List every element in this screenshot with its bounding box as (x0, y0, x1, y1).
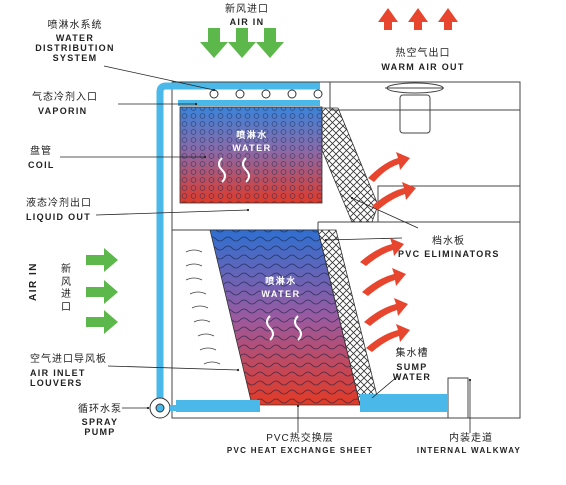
pump-en: SPRAY PUMP (81, 417, 119, 438)
louvers-en: AIR INLET LOUVERS (30, 368, 86, 389)
sump-cn: 集水槽 (395, 348, 429, 359)
vaporin-en: VAPORIN (38, 106, 88, 116)
fill-water-cn: 喷淋水 (265, 276, 297, 286)
fill-pack (209, 229, 361, 406)
coil-water-cn: 喷淋水 (236, 130, 268, 140)
warm-air-cn: 热空气出口 (395, 48, 451, 59)
pump-cn: 循环水泵 (78, 404, 122, 415)
heat-sheet-cn: PVC热交换层 (266, 433, 334, 444)
red-arrow-icon (360, 8, 458, 352)
air-in-side-cn: 新风进口 (61, 264, 71, 313)
water-pipe (156, 82, 320, 400)
air-in-side-en: AIR IN (28, 262, 39, 301)
spray-header (178, 100, 320, 106)
air-in-top-cn: 新风进口 (225, 4, 269, 15)
liquid-out-en: LIQUID OUT (26, 212, 91, 222)
fan-icon (385, 82, 444, 134)
coil-cn: 盘管 (30, 146, 52, 157)
heat-sheet-en: PVC HEAT EXCHANGE SHEET (226, 446, 374, 455)
spray-nozzle-icon (209, 89, 323, 99)
upper-eliminator (321, 107, 379, 223)
fill-water-en: WATER (261, 289, 301, 299)
liquid-out-cn: 液态冷剂出口 (26, 198, 92, 209)
spray-system-cn: 喷淋水系统 (47, 20, 103, 31)
walkway-en: INTERNAL WALKWAY (416, 446, 522, 455)
vaporin-cn: 气态冷剂入口 (32, 92, 98, 103)
louvers-cn: 空气进口导风板 (30, 354, 107, 365)
sump-water (176, 394, 448, 412)
leader-lines (60, 65, 472, 433)
sump-en: SUMP WATER (392, 362, 432, 383)
walkway-cn: 内装走道 (449, 433, 493, 444)
coil-water-en: WATER (232, 143, 272, 153)
air-in-top-en: AIR IN (229, 17, 265, 27)
green-arrow-icon (86, 28, 284, 334)
spray-system-en: WATER DISTRIBUTION SYSTEM (35, 33, 115, 64)
eliminator-cn: 档水板 (432, 236, 465, 247)
warm-air-en: WARM AIR OUT (381, 62, 465, 72)
coil-block (179, 106, 323, 204)
coil-en: COIL (28, 160, 55, 170)
eliminator-en: PVC ELIMINATORS (398, 249, 500, 259)
pump-icon (149, 397, 190, 419)
air-inlet-louvers (185, 249, 221, 365)
